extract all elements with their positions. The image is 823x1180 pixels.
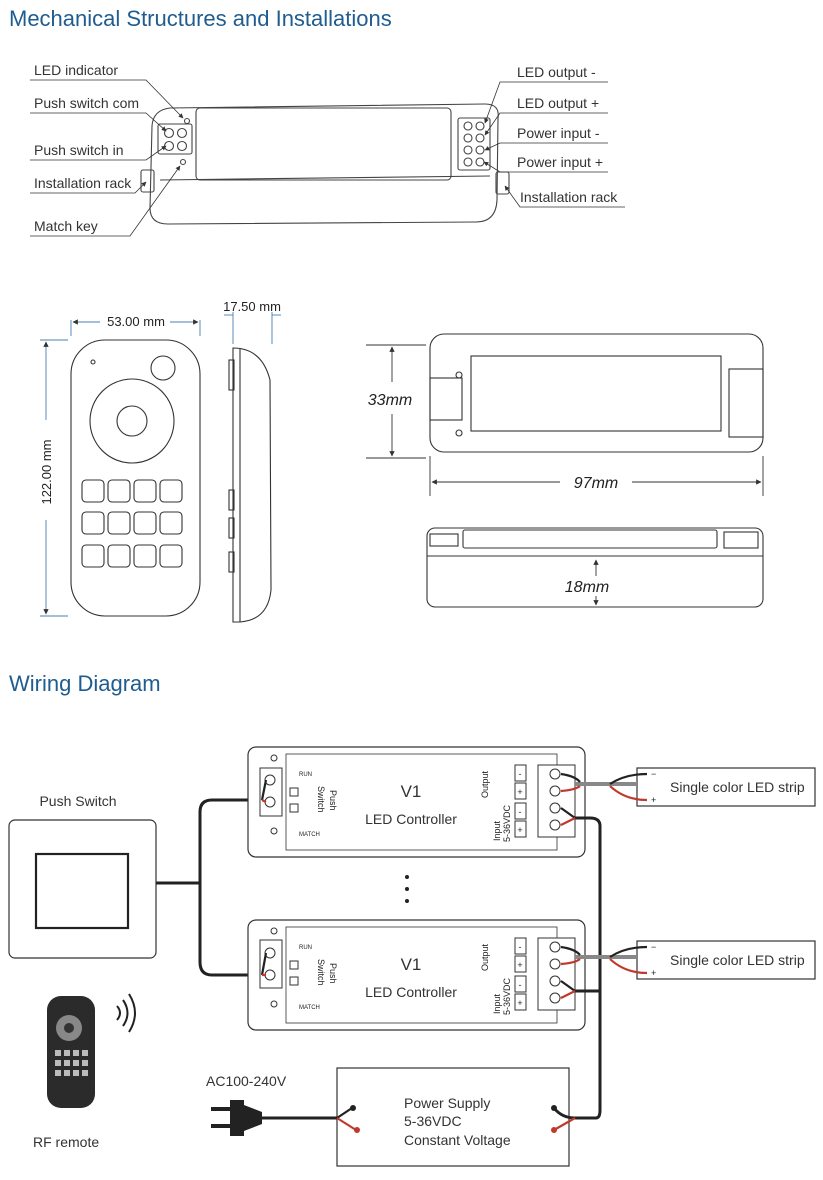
c2-input-range-label: 5-36VDC: [502, 977, 512, 1015]
led-strip-2: [636, 940, 816, 980]
controller-dimension-lines: [366, 344, 764, 496]
push-switch-label: Push Switch: [39, 793, 116, 809]
strip-1-plus: +: [651, 795, 656, 805]
dim-controller-length: 97mm: [574, 475, 618, 492]
c2-push-label: Push: [328, 963, 338, 984]
rf-remote-image: [47, 996, 95, 1108]
c2-model-label: V1: [401, 955, 422, 974]
remote-side-view: [228, 347, 272, 623]
strip-2-plus: +: [651, 968, 656, 978]
label-installation-rack-left: Installation rack: [34, 175, 132, 191]
c1-in-plus: +: [517, 825, 522, 835]
controller-unit-1: [247, 746, 586, 858]
c1-switch-label: Switch: [316, 786, 326, 813]
ac-plug-icon: [211, 1100, 262, 1136]
controller-top-view: [429, 333, 764, 453]
c1-model-label: V1: [401, 782, 422, 801]
c1-output-label: Output: [480, 770, 490, 798]
psu-line-1: Power Supply: [404, 1095, 490, 1111]
c1-name-label: LED Controller: [365, 811, 457, 827]
label-led-indicator: LED indicator: [34, 62, 118, 78]
psu-line-2: 5-36VDC: [404, 1113, 462, 1129]
c2-switch-label: Switch: [316, 959, 326, 986]
c2-in-plus: +: [517, 998, 522, 1008]
label-power-input-plus: Power input +: [517, 154, 603, 170]
strip-2-minus: −: [651, 942, 656, 952]
callout-lines: [30, 79, 625, 237]
led-strip-1: [636, 767, 816, 807]
c1-push-label: Push: [328, 790, 338, 811]
c2-input-label: Input: [492, 993, 502, 1014]
rf-remote-label: RF remote: [33, 1134, 99, 1150]
push-switch-wires: [156, 798, 262, 977]
controller-3d-view: [140, 103, 510, 225]
c1-out-plus: +: [517, 787, 522, 797]
push-switch-device: [8, 819, 157, 959]
c1-match-label: MATCH: [299, 832, 320, 838]
label-led-output-minus: LED output -: [517, 64, 596, 80]
remote-dimension-lines: [40, 312, 281, 617]
label-push-switch-in: Push switch in: [34, 142, 123, 158]
dim-controller-height: 33mm: [368, 392, 412, 409]
label-led-output-plus: LED output +: [517, 95, 599, 111]
c1-in-minus: -: [519, 807, 522, 817]
strip-1-label: Single color LED strip: [670, 779, 805, 795]
c1-run-label: RUN: [299, 772, 312, 778]
c1-out-minus: -: [519, 769, 522, 779]
controller-unit-2: [247, 919, 586, 1031]
c2-out-plus: +: [517, 960, 522, 970]
remote-front-view: [70, 339, 201, 617]
dim-remote-width: 53.00 mm: [107, 314, 165, 329]
c2-output-label: Output: [480, 943, 490, 971]
psu-line-3: Constant Voltage: [404, 1132, 511, 1148]
label-power-input-minus: Power input -: [517, 125, 600, 141]
more-controllers-dots: [405, 875, 409, 903]
callout-labels: LED indicator Push switch com Push switc…: [34, 62, 618, 234]
ac-input-label: AC100-240V: [206, 1073, 287, 1089]
c2-run-label: RUN: [299, 945, 312, 951]
strip-2-label: Single color LED strip: [670, 952, 805, 968]
label-push-switch-com: Push switch com: [34, 95, 139, 111]
mechanical-section-title: Mechanical Structures and Installations: [9, 6, 392, 31]
c2-name-label: LED Controller: [365, 984, 457, 1000]
dim-remote-height: 122.00 mm: [39, 439, 54, 504]
wiring-section-title: Wiring Diagram: [9, 671, 161, 696]
label-installation-rack-right: Installation rack: [520, 189, 618, 205]
label-match-key: Match key: [34, 218, 98, 234]
wireless-signal-icon: [116, 993, 136, 1033]
dim-remote-depth: 17.50 mm: [223, 299, 281, 314]
c1-input-range-label: 5-36VDC: [502, 804, 512, 842]
dim-controller-thickness: 18mm: [565, 579, 609, 596]
wiring-lines: [260, 772, 648, 1131]
c2-match-label: MATCH: [299, 1005, 320, 1011]
strip-1-minus: −: [651, 769, 656, 779]
c2-in-minus: -: [519, 980, 522, 990]
c2-out-minus: -: [519, 942, 522, 952]
c1-input-label: Input: [492, 820, 502, 841]
controller-side-view: [426, 527, 764, 608]
